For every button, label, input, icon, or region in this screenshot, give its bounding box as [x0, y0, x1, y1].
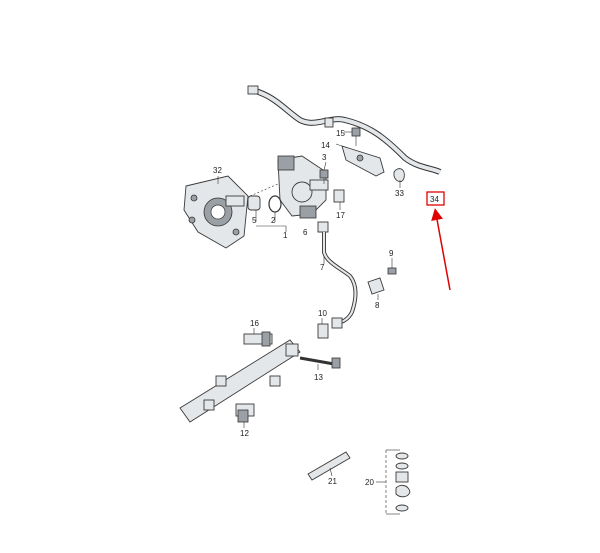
callout-32: 32: [213, 166, 222, 175]
connector-16[interactable]: [243, 331, 273, 347]
pressure-sensor-12[interactable]: [235, 403, 255, 423]
high-pressure-line-7[interactable]: [322, 232, 358, 329]
seal-ring-2[interactable]: [268, 195, 282, 213]
union-17[interactable]: [333, 189, 345, 203]
plug-5[interactable]: [247, 195, 261, 211]
repair-set-20[interactable]: [385, 449, 411, 515]
callout-2: 2: [271, 216, 276, 225]
callout-13: 13: [314, 373, 323, 382]
clip-strip-21[interactable]: [307, 451, 351, 481]
callout-15: 15: [336, 129, 345, 138]
bolt-9[interactable]: [387, 267, 397, 275]
union-nut-6[interactable]: [317, 221, 329, 233]
callout-21: 21: [328, 477, 337, 486]
callout-10: 10: [318, 309, 327, 318]
callout-6: 6: [303, 228, 308, 237]
callout-14: 14: [321, 141, 330, 150]
callout-5: 5: [252, 216, 257, 225]
pipe-bracket-14[interactable]: [341, 145, 385, 177]
highlight-arrow: [431, 208, 451, 291]
callout-7: 7: [320, 263, 325, 272]
clip-33[interactable]: [393, 168, 405, 183]
bracket-8[interactable]: [367, 277, 385, 295]
callout-17: 17: [336, 211, 345, 220]
screw-13[interactable]: [299, 356, 341, 369]
callout-12: 12: [240, 429, 249, 438]
high-pressure-pump-1[interactable]: [277, 155, 329, 219]
fuel-rail[interactable]: [179, 339, 301, 423]
callout-1: 1: [283, 231, 288, 240]
bolt-15[interactable]: [351, 127, 361, 146]
mounting-flange-32[interactable]: [183, 175, 249, 249]
callout-8: 8: [375, 301, 380, 310]
fuel-return-hose-34[interactable]: [247, 85, 442, 175]
callout-labels: 32 5 2 1 3 14 15 17 33 6 7 9 8 10 13 16 …: [213, 129, 404, 487]
callout-34: 34: [430, 195, 439, 204]
callout-16: 16: [250, 319, 259, 328]
leader-lines: [217, 131, 401, 483]
callout-9: 9: [389, 249, 394, 258]
highlight-callout-34[interactable]: 34: [426, 191, 451, 291]
callout-33: 33: [395, 189, 404, 198]
callout-3: 3: [322, 153, 327, 162]
union-10[interactable]: [317, 323, 329, 339]
callout-20: 20: [365, 478, 374, 487]
